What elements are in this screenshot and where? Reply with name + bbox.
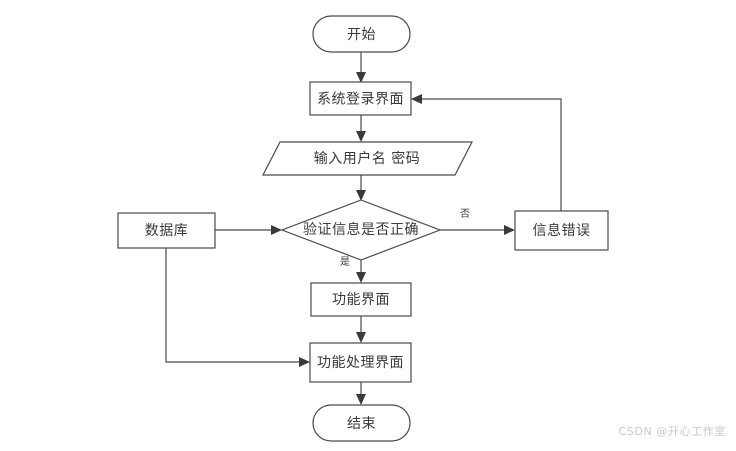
edge-login-to-input bbox=[356, 115, 366, 142]
edge-error-to-login bbox=[411, 94, 562, 211]
node-database-label: 数据库 bbox=[145, 223, 189, 239]
edge-feature-to-process bbox=[356, 316, 366, 343]
edge-label-no: 否 bbox=[460, 208, 470, 220]
node-end-label: 结束 bbox=[347, 416, 376, 432]
node-verify-label: 验证信息是否正确 bbox=[303, 221, 419, 238]
node-start[interactable]: 开始 bbox=[312, 15, 411, 53]
node-error-label: 信息错误 bbox=[533, 222, 591, 239]
node-start-label: 开始 bbox=[347, 27, 376, 43]
node-input[interactable]: 输入用户名 密码 bbox=[262, 141, 473, 176]
node-feature[interactable]: 功能界面 bbox=[310, 282, 412, 317]
node-login[interactable]: 系统登录界面 bbox=[309, 81, 412, 116]
edge-label-yes: 是 bbox=[340, 256, 350, 268]
csdn-watermark: CSDN @开心工作室 bbox=[618, 425, 726, 438]
node-error[interactable]: 信息错误 bbox=[514, 210, 609, 251]
node-login-label: 系统登录界面 bbox=[317, 92, 404, 108]
edge-database-to-verify bbox=[215, 225, 282, 235]
edge-database-to-process bbox=[165, 248, 310, 367]
edge-input-to-verify bbox=[356, 175, 366, 201]
edge-start-to-login bbox=[356, 52, 366, 83]
node-feature-label: 功能界面 bbox=[332, 292, 390, 308]
edge-process-to-end bbox=[356, 382, 366, 405]
node-verify[interactable]: 验证信息是否正确 bbox=[280, 199, 442, 261]
node-process[interactable]: 功能处理界面 bbox=[309, 342, 412, 383]
node-input-label: 输入用户名 密码 bbox=[314, 150, 420, 167]
edge-verify-to-feature: 是 bbox=[340, 256, 366, 283]
node-end[interactable]: 结束 bbox=[312, 404, 411, 442]
node-database[interactable]: 数据库 bbox=[117, 212, 216, 249]
node-process-label: 功能处理界面 bbox=[317, 355, 404, 371]
edge-verify-to-error: 否 bbox=[440, 208, 515, 235]
